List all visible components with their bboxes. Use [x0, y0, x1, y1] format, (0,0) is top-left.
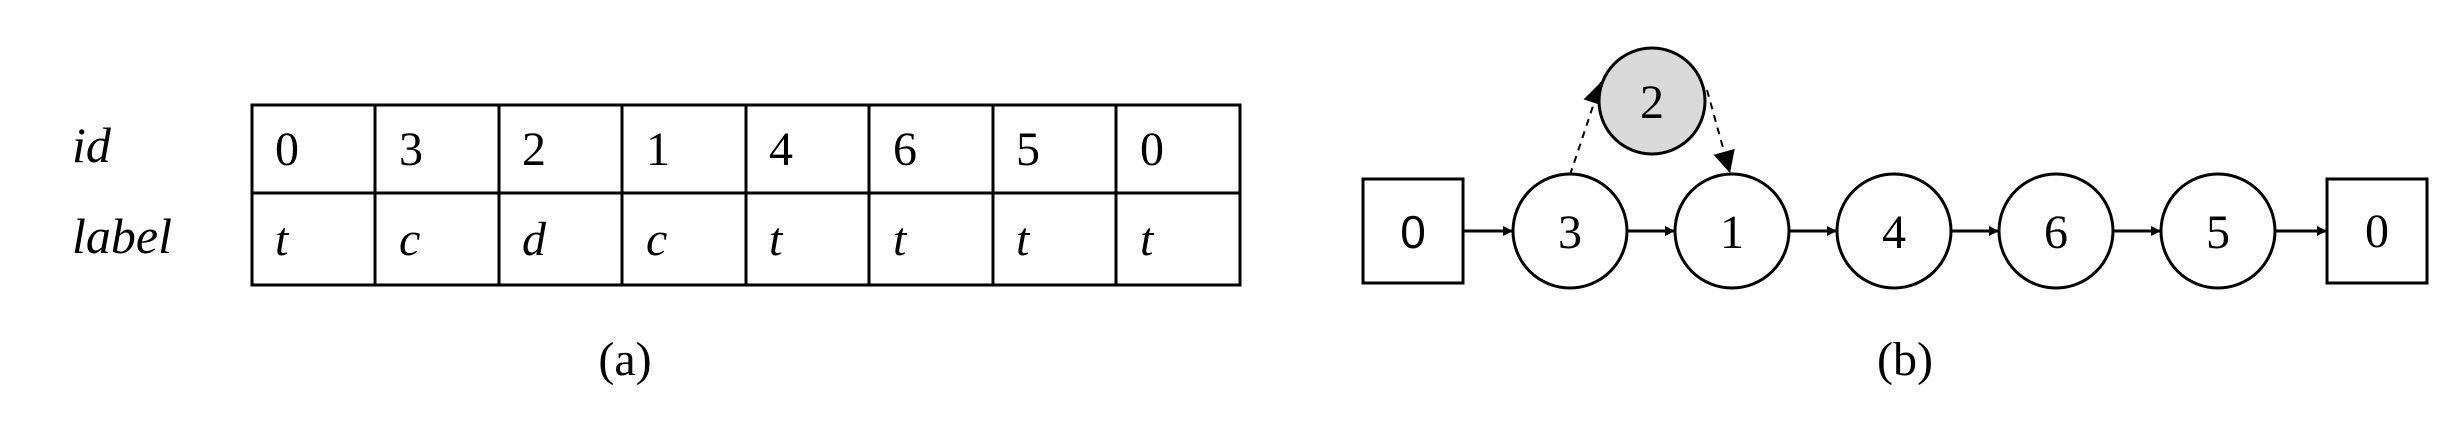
detour-edge-dashed — [1706, 89, 1735, 174]
detour-node — [1597, 46, 1707, 156]
panel-b: 0 0 3 1 4 6 5 2 (b) — [1361, 46, 2429, 386]
id-cell: 6 — [893, 123, 917, 176]
chain-node-label: 4 — [1882, 206, 1906, 259]
label-cell: t — [1016, 213, 1031, 266]
row-label-id: id — [72, 117, 112, 173]
id-cell: 4 — [769, 123, 793, 176]
chain-node-label: 5 — [2206, 206, 2230, 259]
detour-node-label: 2 — [1640, 76, 1664, 129]
chain-node — [2159, 172, 2277, 290]
chain-node — [1511, 172, 1629, 290]
chain-node-label: 1 — [1720, 206, 1744, 259]
chain-node-label: 3 — [1558, 206, 1582, 259]
label-cell: t — [769, 213, 784, 266]
start-box-label: 0 — [1400, 206, 1426, 258]
label-cell: t — [275, 213, 290, 266]
detour-edge-dashed — [1569, 81, 1605, 176]
start-box — [1361, 177, 1465, 285]
end-box — [2325, 177, 2429, 285]
end-box-label: 0 — [2365, 205, 2389, 258]
id-cell: 5 — [1016, 123, 1040, 176]
label-cell: c — [399, 213, 420, 266]
chain-node — [1997, 172, 2115, 290]
row-label-label: label — [72, 208, 172, 264]
id-cell: 0 — [1140, 123, 1164, 176]
caption-b: (b) — [1877, 333, 1933, 386]
id-cell: 3 — [399, 123, 423, 176]
panel-a: id label 0 3 2 1 4 6 5 0 t c d c — [72, 103, 1242, 386]
chain-node — [1673, 172, 1791, 290]
label-cell: t — [1140, 213, 1155, 266]
label-cell: c — [646, 213, 667, 266]
id-cell: 0 — [275, 123, 299, 176]
id-label-table: 0 3 2 1 4 6 5 0 t c d c t t t t — [250, 103, 1242, 287]
label-cell: d — [522, 213, 547, 266]
label-cell: t — [893, 213, 908, 266]
id-cell: 1 — [646, 123, 670, 176]
caption-a: (a) — [598, 333, 651, 386]
chain-node-label: 6 — [2044, 206, 2068, 259]
chain-node — [1835, 172, 1953, 290]
id-cell: 2 — [522, 123, 546, 176]
